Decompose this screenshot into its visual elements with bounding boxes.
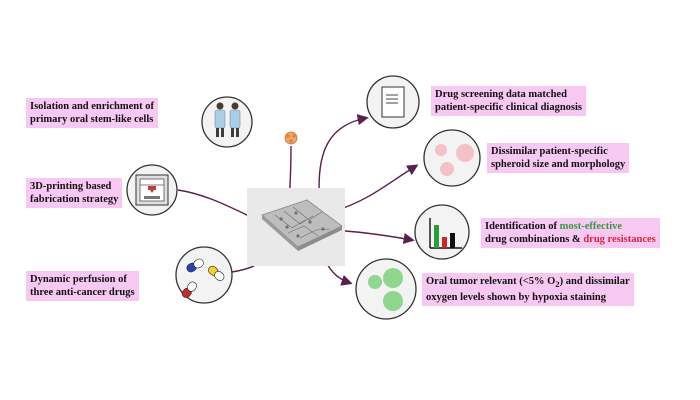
spheroids-icon [423, 129, 481, 187]
pill-capsules-icon [175, 246, 233, 304]
most-effective-highlight: most-effective [559, 221, 623, 232]
label-identification: Identification of most-effective drug co… [481, 218, 660, 248]
drug-resistances-highlight: drug resistances [583, 234, 656, 245]
report-document-icon [366, 75, 420, 129]
label-perfusion: Dynamic perfusion of three anti-cancer d… [26, 271, 139, 301]
label-isolation: Isolation and enrichment of primary oral… [26, 98, 158, 128]
bar-chart-icon [414, 204, 470, 260]
hypoxia-staining-icon [355, 258, 417, 320]
cell-cluster-icon [284, 131, 298, 145]
3d-printer-icon [126, 164, 178, 216]
microfluidic-chip-icon [247, 188, 345, 266]
label-3d-printing: 3D-printing based fabrication strategy [26, 178, 123, 208]
label-drug-screening: Drug screening data matched patient-spec… [431, 86, 586, 116]
arrow-chip-to-report [318, 114, 369, 206]
patients-icon [201, 96, 253, 148]
label-oxygen: Oral tumor relevant (<5% O2) and dissimi… [422, 273, 634, 307]
label-spheroid: Dissimilar patient-specific spheroid siz… [487, 143, 630, 173]
